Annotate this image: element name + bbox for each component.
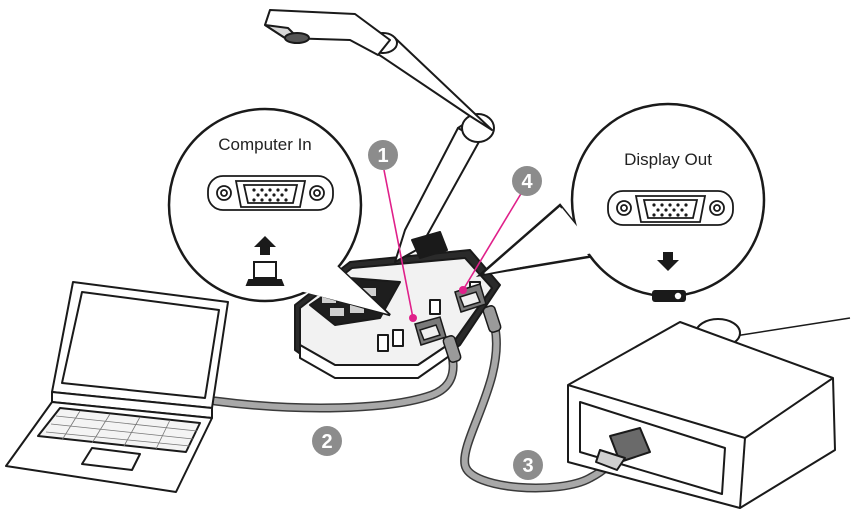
projector-icon bbox=[652, 290, 686, 302]
leader-lines bbox=[383, 169, 523, 319]
marker-4-label: 4 bbox=[521, 171, 533, 193]
up-arrow-icon bbox=[254, 236, 276, 255]
vga-port-icon bbox=[207, 175, 334, 211]
computer-in-label: Computer In bbox=[218, 135, 312, 154]
display-out-label: Display Out bbox=[624, 150, 712, 169]
vga-plug-computer bbox=[414, 316, 462, 363]
marker-4: 4 bbox=[512, 166, 542, 196]
marker-2-label: 2 bbox=[321, 431, 332, 453]
callout-computer-in: Computer In bbox=[167, 107, 391, 317]
marker-3: 3 bbox=[513, 450, 543, 480]
laptop bbox=[5, 281, 229, 493]
marker-1: 1 bbox=[368, 140, 398, 170]
leader-dot-1 bbox=[409, 314, 417, 322]
projector bbox=[567, 317, 851, 509]
leader-line-1 bbox=[383, 169, 414, 319]
vga-port-icon bbox=[607, 190, 734, 226]
marker-1-label: 1 bbox=[377, 145, 388, 167]
callout-display-out: Display Out bbox=[475, 102, 766, 302]
down-arrow-icon bbox=[657, 252, 679, 271]
cable-computer bbox=[210, 350, 458, 413]
laptop-icon bbox=[245, 261, 285, 286]
leader-dot-4 bbox=[459, 286, 467, 294]
marker-3-label: 3 bbox=[522, 455, 533, 477]
marker-2: 2 bbox=[312, 426, 342, 456]
leader-line-4 bbox=[462, 191, 523, 291]
